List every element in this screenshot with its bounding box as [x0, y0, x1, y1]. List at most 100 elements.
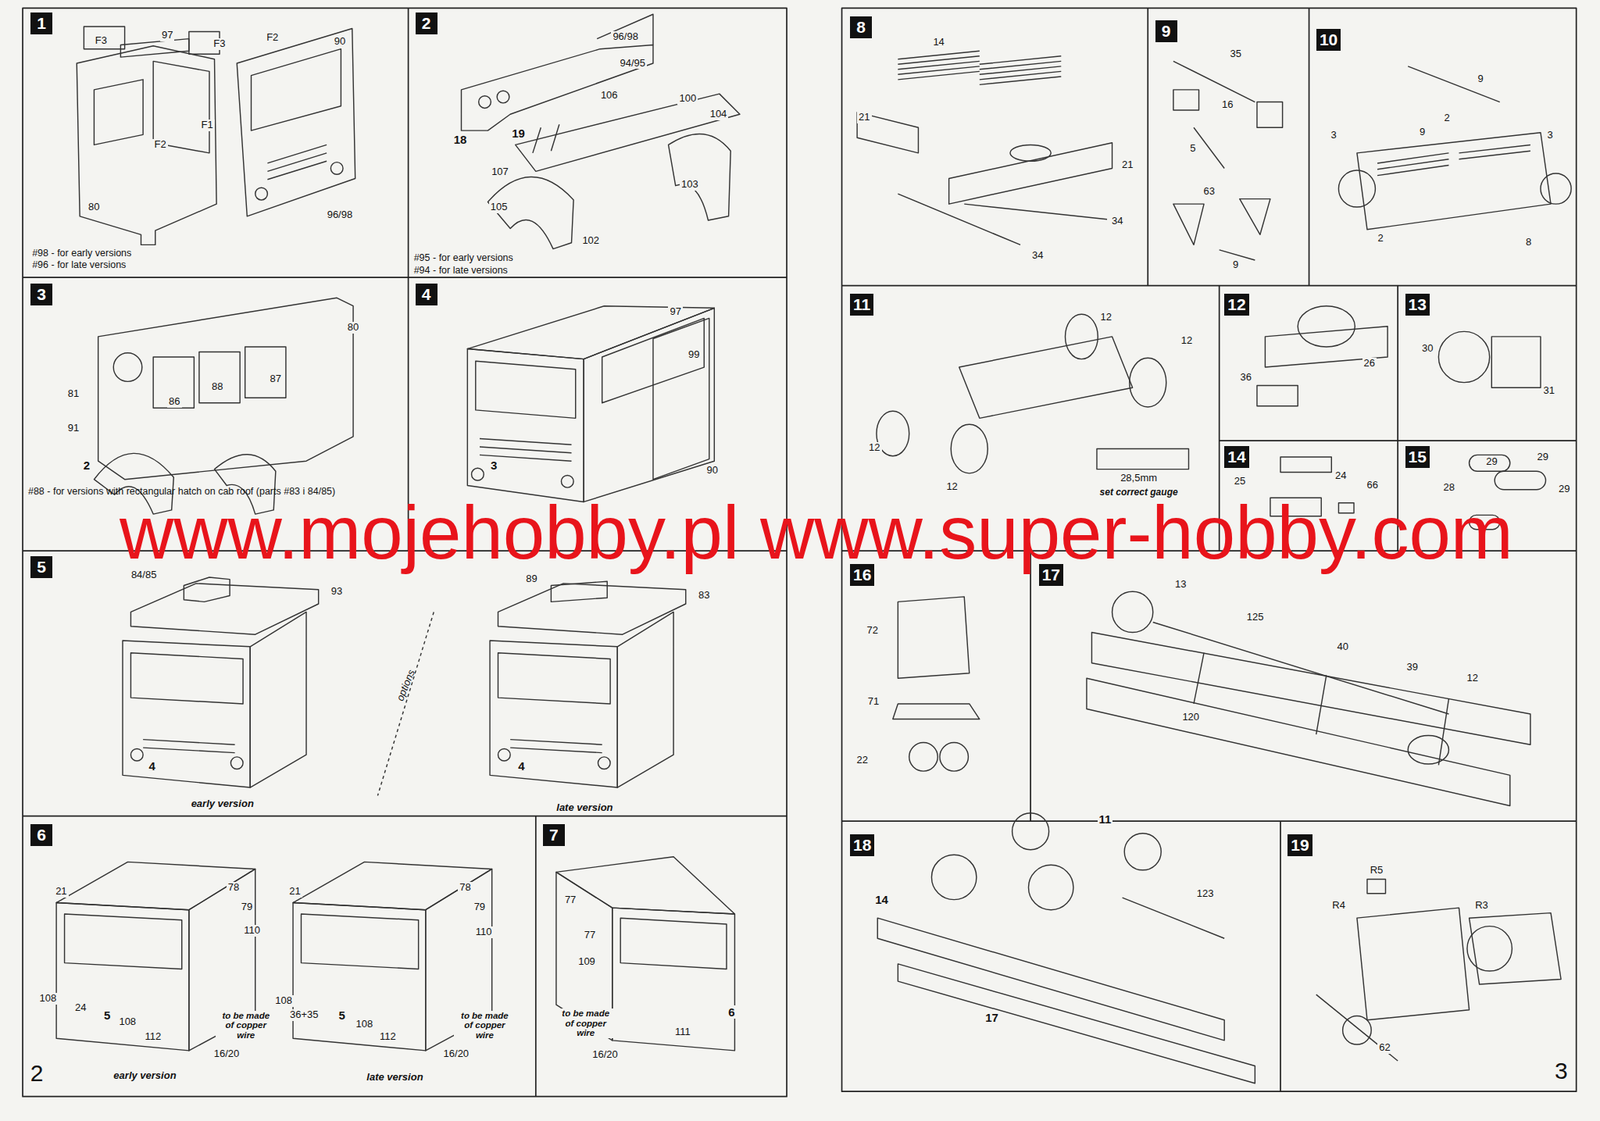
- note-text: #95 - for early versions: [412, 252, 515, 264]
- step-number: 12: [1227, 295, 1246, 314]
- step-number: 4: [421, 285, 432, 304]
- callout-number: 90: [704, 464, 719, 477]
- watermark: www.mojehobby.pl www.super-hobby.com: [117, 495, 1515, 571]
- step-number: 11: [853, 295, 871, 314]
- step-badge: 19: [1287, 834, 1312, 857]
- callout-number: 79: [239, 901, 254, 914]
- step-number: 8: [856, 17, 866, 36]
- callout-number: 5: [1188, 142, 1197, 155]
- callout-number: 99: [686, 349, 701, 361]
- assembly-ref: 14: [873, 892, 890, 907]
- callout-number: 9: [1476, 73, 1486, 86]
- callout-number: 108: [117, 1016, 138, 1029]
- callout-number: 14: [931, 36, 946, 49]
- step-number: 7: [549, 825, 559, 844]
- callout-number: 13: [1173, 578, 1188, 591]
- assembly-ref: 4: [516, 759, 526, 773]
- step-number: 2: [421, 14, 432, 33]
- step-badge: 5: [30, 556, 53, 579]
- callout-number: 31: [1541, 385, 1556, 397]
- callout-number: 86: [167, 396, 182, 408]
- note-text: #96 - for late versions: [30, 259, 128, 271]
- wire-note: to be made of copper wire: [453, 1010, 515, 1041]
- callout-number: 91: [66, 422, 81, 435]
- callout-number: 104: [708, 108, 729, 121]
- callout-number: 12: [944, 481, 959, 493]
- callout-number: 28: [1441, 482, 1456, 494]
- step-badge: 4: [415, 283, 438, 306]
- assembly-ref: 2: [82, 458, 92, 472]
- callout-number: 2: [1376, 232, 1386, 245]
- callout-number: 107: [489, 166, 511, 179]
- callout-number: 78: [457, 882, 472, 894]
- step-badge: 8: [850, 16, 872, 39]
- callout-number: 36+35: [288, 1009, 321, 1022]
- wire-note: to be made of copper wire: [555, 1008, 617, 1039]
- step-number: 6: [36, 825, 47, 844]
- callout-number: 9: [1231, 259, 1240, 272]
- callout-number: 96/98: [610, 31, 640, 43]
- step-number: 15: [1408, 447, 1427, 466]
- callout-number: 12: [867, 442, 882, 454]
- callout-number: 62: [1377, 1042, 1392, 1054]
- version-caption: early version: [189, 798, 256, 811]
- callout-number: 2: [1442, 112, 1451, 125]
- callout-number: 3: [1545, 129, 1554, 142]
- version-caption: late version: [554, 802, 615, 815]
- callout-number: 29: [1535, 451, 1550, 464]
- callout-number: 80: [346, 321, 361, 334]
- callout-number: 72: [865, 625, 880, 637]
- callout-number: 8: [1524, 236, 1533, 249]
- step-number: 1: [36, 14, 47, 33]
- callout-number: 110: [474, 926, 494, 939]
- callout-number: 94/95: [618, 57, 648, 70]
- options-note: options: [393, 667, 418, 705]
- step-badge: 15: [1405, 446, 1430, 468]
- assembly-ref: 4: [146, 759, 157, 773]
- page-number: 2: [28, 1060, 46, 1088]
- callout-number: 84/85: [129, 569, 159, 582]
- step5-drawing: [122, 577, 686, 796]
- step-badge: 18: [850, 834, 875, 857]
- callout-number: 108: [273, 995, 294, 1008]
- callout-number: R5: [1368, 864, 1386, 877]
- step-badge: 14: [1224, 446, 1249, 468]
- step-badge: 3: [30, 283, 53, 306]
- callout-number: 123: [1195, 888, 1216, 900]
- callout-number: 24: [1333, 470, 1348, 483]
- step-badge: 12: [1224, 293, 1249, 316]
- callout-number: F3: [211, 38, 227, 50]
- callout-number: 3: [1328, 129, 1338, 142]
- callout-number: R3: [1473, 900, 1490, 912]
- callout-number: 28,5mm: [1118, 472, 1159, 485]
- callout-number: 97: [667, 306, 683, 318]
- step-number: 13: [1408, 295, 1427, 314]
- callout-number: 111: [673, 1026, 693, 1039]
- step4-drawing: [467, 306, 715, 503]
- callout-number: 16/20: [590, 1049, 620, 1061]
- callout-number: 89: [524, 573, 539, 586]
- callout-number: 34: [1030, 250, 1045, 262]
- assembly-ref: 5: [102, 1008, 112, 1022]
- step-badge: 1: [30, 12, 53, 35]
- step2-drawing: [460, 14, 740, 249]
- assembly-ref: 6: [726, 1005, 736, 1019]
- callout-number: 36: [1239, 371, 1254, 384]
- assembly-ref: 3: [489, 458, 499, 472]
- assembly-ref: 19: [510, 126, 527, 140]
- wire-note: to be made of copper wire: [215, 1010, 277, 1041]
- callout-number: 29: [1484, 456, 1499, 468]
- callout-number: 9: [1417, 126, 1427, 139]
- callout-number: 108: [38, 992, 59, 1005]
- version-caption: late version: [364, 1071, 425, 1084]
- callout-number: 71: [866, 696, 881, 708]
- callout-number: 77: [582, 929, 597, 942]
- step-number: 5: [36, 557, 47, 576]
- step-number: 9: [1161, 21, 1172, 40]
- callout-number: 35: [1228, 48, 1243, 61]
- page-number: 3: [1553, 1057, 1570, 1086]
- callout-number: F2: [264, 32, 280, 44]
- callout-number: 80: [86, 201, 101, 214]
- callout-number: 63: [1202, 185, 1217, 198]
- note-text: #98 - for early versions: [30, 247, 133, 259]
